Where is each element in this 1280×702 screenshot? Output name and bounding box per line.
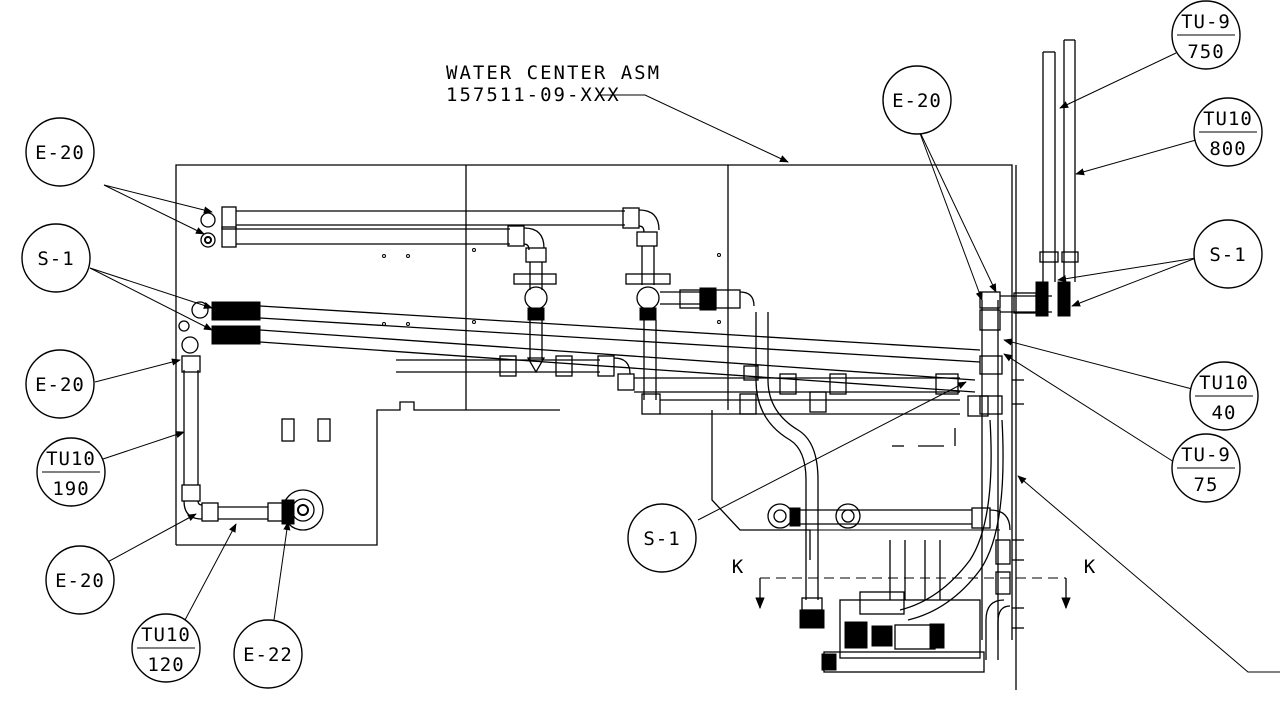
callout-e22: E-22	[233, 619, 303, 689]
title-leader-line	[600, 94, 789, 163]
svg-text:E-20: E-20	[35, 142, 85, 164]
left-lower-tubes	[181, 355, 324, 531]
svg-text:TU10: TU10	[141, 624, 191, 646]
svg-text:E-20: E-20	[35, 374, 85, 396]
leader-lines	[89, 52, 1280, 673]
svg-text:120: 120	[147, 654, 184, 676]
right-section	[755, 39, 1079, 690]
svg-text:E-22: E-22	[243, 644, 293, 666]
svg-text:TU10: TU10	[46, 448, 96, 470]
svg-text:TU10: TU10	[1203, 108, 1253, 130]
svg-text:190: 190	[52, 478, 89, 500]
long-tubes	[178, 301, 981, 393]
middle-tube-run	[396, 355, 989, 417]
valve-group	[513, 246, 755, 400]
callout-s1-left: S-1	[21, 223, 91, 293]
callout-tu10-40: TU10 40	[1189, 361, 1259, 431]
callout-e20-bottom-left: E-20	[45, 545, 115, 615]
callout-e20-right: E-20	[882, 65, 952, 135]
svg-text:TU-9: TU-9	[1181, 11, 1231, 33]
top-tube-run	[200, 206, 660, 263]
svg-text:75: 75	[1194, 474, 1219, 496]
callout-s1-right: S-1	[1193, 219, 1263, 289]
callout-e20-mid-left: E-20	[25, 349, 95, 419]
section-line-k: K K	[732, 556, 1096, 610]
section-marker-left: K	[732, 556, 744, 578]
assembly-title: WATER CENTER ASM 157511-09-XXX	[446, 62, 789, 163]
callout-tu9-750: TU-9 750	[1171, 0, 1241, 70]
main-panel-outline	[175, 164, 1013, 640]
svg-text:TU-9: TU-9	[1181, 444, 1231, 466]
callout-tu10-800: TU10 800	[1193, 97, 1263, 167]
svg-text:E-20: E-20	[55, 570, 105, 592]
callout-s1-center: S-1	[627, 503, 697, 573]
assembly-title-line2: 157511-09-XXX	[446, 84, 621, 106]
callout-tu10-120: TU10 120	[131, 613, 201, 683]
assembly-title-line1: WATER CENTER ASM	[446, 62, 661, 84]
callout-e20-top-left: E-20	[25, 117, 95, 187]
section-marker-right: K	[1084, 556, 1096, 578]
callout-tu10-190: TU10 190	[36, 437, 106, 507]
svg-text:E-20: E-20	[892, 90, 942, 112]
callout-tu9-75: TU-9 75	[1171, 433, 1241, 503]
svg-text:S-1: S-1	[643, 528, 680, 550]
svg-text:TU10: TU10	[1199, 372, 1249, 394]
svg-text:750: 750	[1187, 41, 1224, 63]
svg-text:S-1: S-1	[37, 248, 74, 270]
svg-text:800: 800	[1209, 138, 1246, 160]
svg-text:S-1: S-1	[1209, 244, 1246, 266]
svg-text:40: 40	[1212, 402, 1237, 424]
